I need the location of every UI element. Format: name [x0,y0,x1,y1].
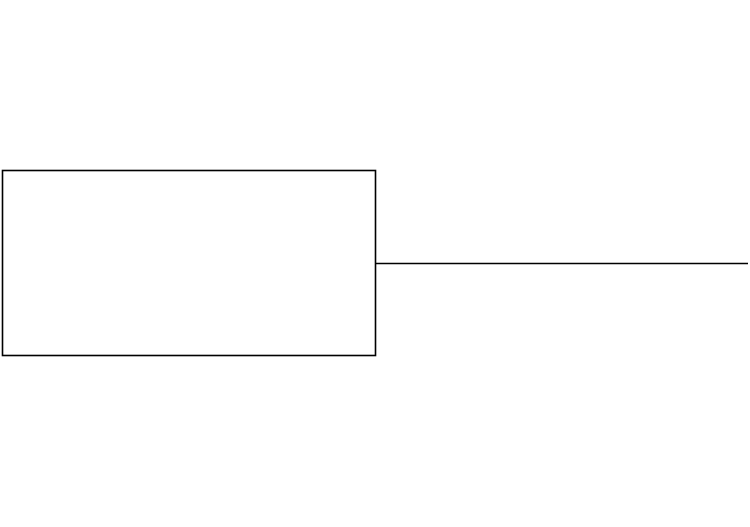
diagram-canvas [1,169,748,357]
